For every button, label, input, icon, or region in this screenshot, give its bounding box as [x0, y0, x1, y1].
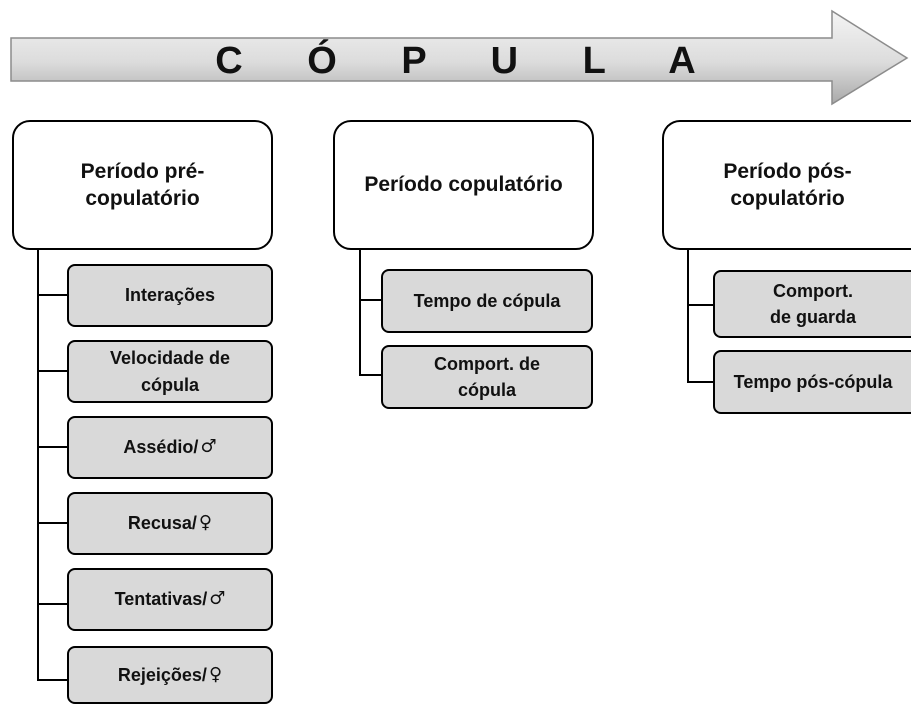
item-tempo-pos-copula: Tempo pós-cópula — [713, 350, 911, 414]
item-interacoes: Interações — [67, 264, 273, 327]
item-label: Tempo pós-cópula — [733, 371, 893, 392]
item-label: Recusa/ — [127, 513, 197, 534]
connector-branch — [37, 294, 68, 296]
arrow-title: C Ó P U L A — [215, 39, 723, 82]
item-label: Interações — [124, 285, 216, 306]
period-copulatory: Período copulatório — [333, 120, 594, 250]
female-symbol-icon: ♀ — [208, 663, 223, 685]
connector-branch — [37, 522, 68, 524]
item-comport-de-guarda: Comport. de guarda — [713, 270, 911, 338]
item-label: Tempo de cópula — [413, 290, 561, 311]
connector-branch — [37, 446, 68, 448]
item-velocidade-de-copula: Velocidade de cópula — [67, 340, 273, 403]
connector-trunk — [687, 248, 689, 383]
item-label: Comport. de cópula — [434, 353, 540, 400]
item-rejeicoes: Rejeições/♀ — [67, 646, 273, 704]
connector-branch — [37, 370, 68, 372]
period-post-copulatory: Período pós- copulatório — [662, 120, 911, 250]
item-label: Assédio/ — [123, 437, 199, 458]
item-label: Rejeições/ — [117, 664, 207, 685]
connector-trunk — [359, 248, 361, 376]
connector-branch — [359, 299, 382, 301]
connector-branch — [687, 381, 714, 383]
female-symbol-icon: ♀ — [198, 512, 213, 534]
item-label: Velocidade de cópula — [109, 348, 231, 395]
connector-branch — [359, 374, 382, 376]
item-assedio: Assédio/♂ — [67, 416, 273, 479]
item-label: Comport. de guarda — [769, 280, 857, 327]
male-symbol-icon: ♂ — [209, 588, 226, 610]
connector-branch — [37, 679, 68, 681]
copula-arrow — [10, 9, 909, 106]
male-symbol-icon: ♂ — [200, 436, 217, 458]
connector-branch — [687, 304, 714, 306]
period-pre-copulatory: Período pré- copulatório — [12, 120, 273, 250]
item-tentativas: Tentativas/♂ — [67, 568, 273, 631]
connector-trunk — [37, 248, 39, 681]
item-label: Tentativas/ — [114, 589, 208, 610]
item-tempo-de-copula: Tempo de cópula — [381, 269, 593, 333]
item-recusa: Recusa/♀ — [67, 492, 273, 555]
item-comport-de-copula: Comport. de cópula — [381, 345, 593, 409]
connector-branch — [37, 603, 68, 605]
